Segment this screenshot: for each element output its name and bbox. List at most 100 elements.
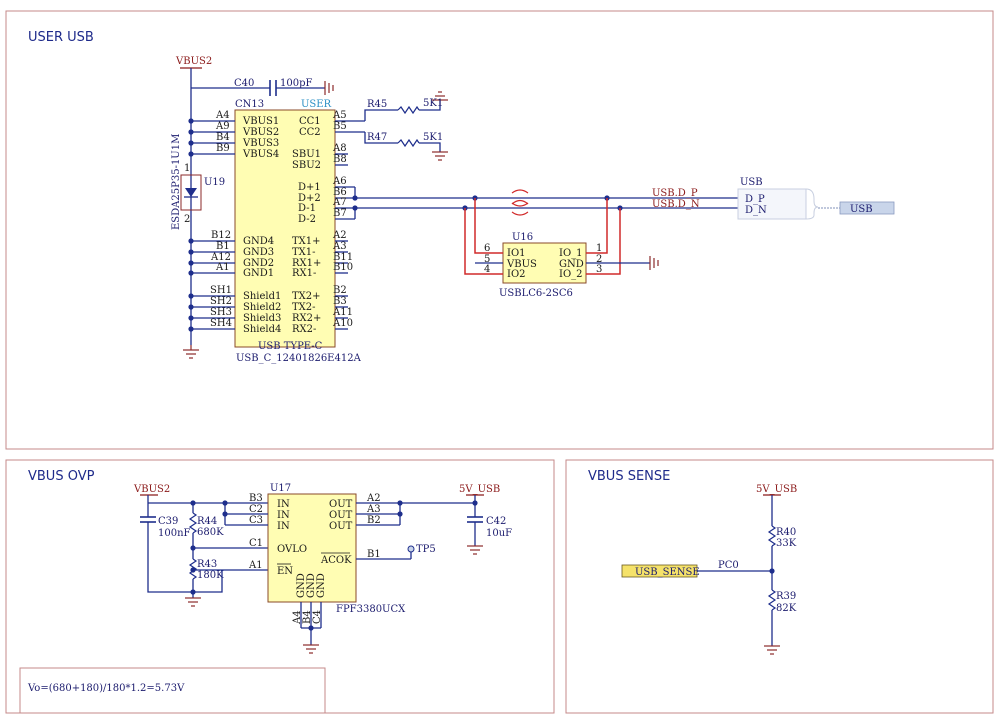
u17-pin-c2-num: C2 — [249, 504, 263, 515]
c39-capacitor — [140, 503, 193, 593]
cn13-pin-sh4-num: SH4 — [210, 318, 232, 329]
r47-resistor — [364, 132, 448, 161]
cn13-pin-b2-num: B2 — [333, 285, 347, 296]
cn13-pin-a9-name: VBUS2 — [242, 127, 279, 138]
u17-pin-in1-name: IN — [277, 499, 290, 510]
r45-ref: R45 — [367, 99, 387, 110]
u16-pin-io_1-name: IO_1 — [559, 248, 583, 259]
cn13-pin-b1-name: GND3 — [243, 247, 274, 258]
u16-pin-4-num: 4 — [484, 264, 490, 275]
cn13-pin-sh3-num: SH3 — [210, 307, 232, 318]
r44-value: 680K — [197, 527, 224, 538]
cn13-pin-sh3-name: Shield3 — [243, 313, 281, 324]
cn13-pin-sbu2-name: SBU2 — [292, 160, 321, 171]
u16-pin-io2-name: IO2 — [507, 269, 526, 280]
cn13-pin-rx2m-name: RX2- — [292, 324, 316, 335]
usb-dn-net-label: USB.D_N — [652, 199, 700, 210]
cn13-pin-b4-name: VBUS3 — [242, 138, 279, 149]
ovlo-formula-note: Vo=(680+180)/180*1.2=5.73V — [27, 683, 185, 694]
u17-pin-acok-name: ACOK — [320, 555, 352, 566]
usb-sense-port-label: USB_SENSE — [635, 567, 700, 578]
u16-pin-io1-name: IO1 — [507, 248, 526, 259]
u19-part-number: ESDA25P35-1U1M — [171, 134, 182, 230]
u19-tvs-diode — [180, 174, 202, 211]
r39-value: 82K — [776, 603, 797, 614]
u17-pin-a3-num: A3 — [366, 504, 381, 515]
cn13-pin-b12-name: GND4 — [243, 236, 274, 247]
u17-pin-b1-num: B1 — [367, 549, 381, 560]
cn13-pin-b4-num: B4 — [216, 132, 230, 143]
cn13-pin-b12-num: B12 — [211, 230, 231, 241]
cn13-pin-b10-num: B10 — [333, 262, 353, 273]
cn13-pin-a11-num: A11 — [332, 307, 353, 318]
cn13-pin-rx1m-name: RX1- — [292, 268, 316, 279]
section-title-vbus-ovp: VBUS OVP — [28, 469, 95, 484]
harness-pin-d-n: D_N — [745, 205, 767, 216]
vbus-sense-frame — [565, 459, 994, 714]
u16-pin-gnd-name: GND — [559, 259, 584, 270]
cn13-pin-b7-num: B7 — [333, 208, 347, 219]
r44-ref: R44 — [197, 516, 217, 527]
u17-pin-a2-num: A2 — [366, 493, 381, 504]
cn13-pin-a4-num: A4 — [215, 110, 230, 121]
cn13-pin-a1-num: A1 — [215, 262, 230, 273]
u16-ref: U16 — [512, 232, 533, 243]
tp5-label: TP5 — [416, 544, 436, 555]
r47-ref: R47 — [367, 132, 387, 143]
note-frame — [19, 667, 326, 714]
usb-harness-header: USB — [740, 177, 763, 188]
u16-pin-5-num: 5 — [484, 254, 490, 265]
usb-harness-port[interactable] — [839, 201, 895, 215]
c40-ground-icon — [324, 81, 334, 95]
c42-ref: C42 — [486, 516, 506, 527]
sense-ground-icon — [764, 645, 780, 655]
cn13-pin-rx2p-name: RX2+ — [292, 313, 321, 324]
ovp-left-ground-icon — [185, 597, 201, 607]
u17-pin-gnd3-name: GND — [316, 573, 327, 598]
c40-ref: C40 — [234, 78, 254, 89]
u17-pin-gnd2-name: GND — [306, 573, 317, 598]
u17-pin-a4-num: A4 — [292, 610, 303, 625]
cn13-pin-a10-num: A10 — [332, 318, 353, 329]
u17-pin-c3-num: C3 — [249, 515, 263, 526]
cn13-pin-b6-num: B6 — [333, 187, 347, 198]
cn13-pin-b9-num: B9 — [216, 143, 230, 154]
cn13-pin-tx1m-name: TX1- — [292, 247, 316, 258]
u17-pin-out1-name: OUT — [329, 499, 353, 510]
r45-value: 5K1 — [423, 98, 443, 109]
cn13-pin-tx2p-name: TX2+ — [292, 291, 321, 302]
cn13-user-label: USER — [301, 99, 332, 110]
cn13-pin-sbu1-name: SBU1 — [292, 149, 321, 160]
cn13-pin-a7-num: A7 — [332, 197, 347, 208]
cn13-part-number: USB_C_12401826E412A — [236, 353, 362, 364]
r43-value: 180K — [197, 570, 224, 581]
cn13-pin-tx2m-name: TX2- — [292, 302, 316, 313]
cn13-ref: CN13 — [235, 99, 264, 110]
u17-pin-in3-name: IN — [277, 521, 290, 532]
u16-part-number: USBLC6-2SC6 — [499, 288, 573, 299]
cn13-pin-a5-num: A5 — [332, 110, 347, 121]
u16-usblc6-esd — [502, 242, 587, 284]
u17-pin-out2-name: OUT — [329, 510, 353, 521]
cn13-pin-a6-num: A6 — [332, 176, 347, 187]
usb-dp-net-label: USB.D_P — [652, 188, 698, 199]
section-title-vbus-sense: VBUS SENSE — [588, 469, 670, 484]
u17-pin-b3-num: B3 — [249, 493, 263, 504]
cn13-pin-dp2-name: D+2 — [298, 193, 321, 204]
u16-pin-6-num: 6 — [484, 243, 490, 254]
cn13-pin-a2-num: A2 — [332, 230, 347, 241]
cn13-ground-icon — [183, 345, 199, 359]
u17-pin-c4-num: C4 — [312, 610, 323, 624]
cn13-pin-sh4-name: Shield4 — [243, 324, 281, 335]
cn13-pin-a12-num: A12 — [210, 252, 231, 263]
vbus2-net-label: VBUS2 — [175, 56, 212, 67]
user-usb-frame — [5, 10, 994, 450]
section-title-user-usb: USER USB — [28, 30, 94, 45]
vbus2-ovp-net-label: VBUS2 — [133, 484, 170, 495]
u17-pin-gnd1-name: GND — [296, 573, 307, 598]
r40-value: 33K — [776, 538, 797, 549]
u16-pin-1-num: 1 — [596, 243, 602, 254]
cn13-pin-a4-name: VBUS1 — [242, 116, 279, 127]
u16-pin-2-num: 2 — [596, 254, 602, 265]
